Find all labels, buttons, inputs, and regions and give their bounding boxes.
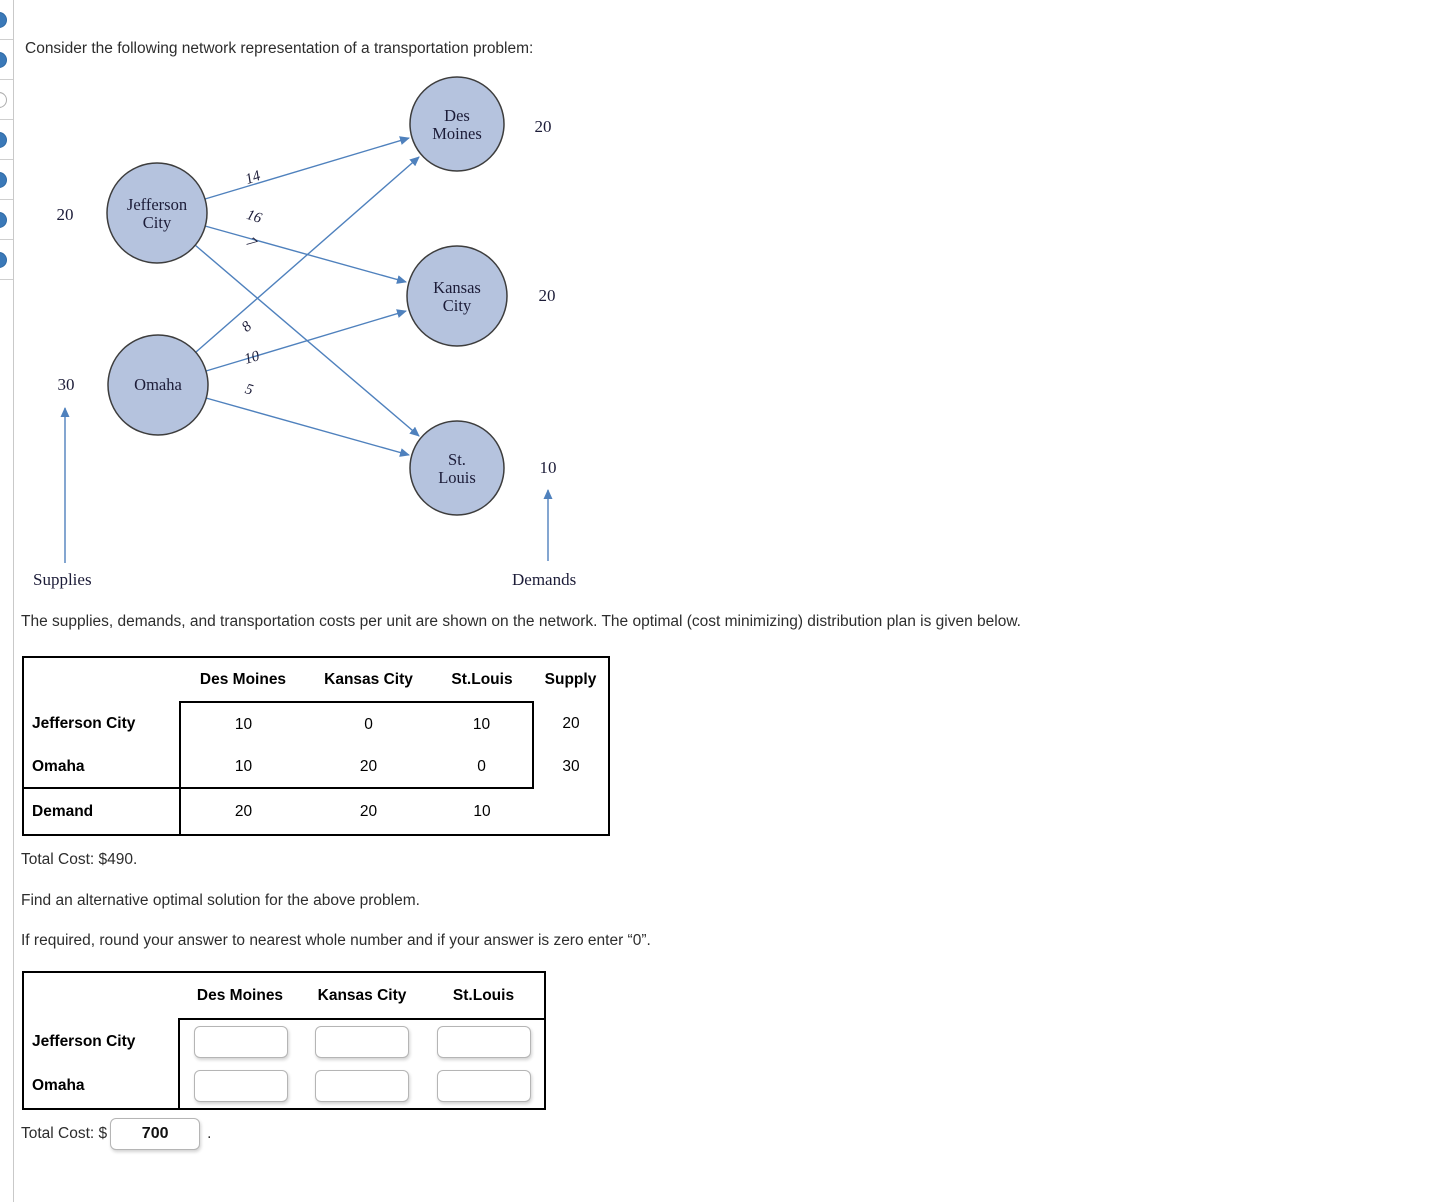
- edge-cost-label: 5: [243, 381, 255, 399]
- supply-amount: 30: [58, 375, 75, 394]
- allocation-cell: 10: [179, 701, 306, 746]
- table-row: Jefferson City 10 0 10 20: [23, 701, 609, 746]
- column-header: Kansas City: [317, 986, 407, 1004]
- supply-amount: 20: [57, 205, 74, 224]
- demand-amount: 20: [539, 286, 556, 305]
- table-row: Demand 20 20 10: [23, 787, 609, 835]
- edge-cost-label: 10: [242, 348, 262, 368]
- supplies-label: Supplies: [33, 570, 92, 589]
- total-cost-label: Total Cost: $: [21, 1125, 108, 1142]
- question-intro: Consider the following network represent…: [25, 40, 534, 57]
- edge-cost-label: 14: [243, 168, 263, 188]
- column-header: St.Louis: [451, 670, 513, 688]
- allocation-cell: 10: [431, 701, 534, 746]
- allocation-cell: 0: [431, 746, 534, 788]
- question-status-icon: [0, 91, 7, 108]
- allocation-cell: 0: [306, 701, 431, 746]
- demand-amount: 20: [535, 117, 552, 136]
- total-cost-statement: Total Cost: $490.: [21, 851, 138, 868]
- question-nav-item[interactable]: [0, 80, 13, 120]
- column-header: Kansas City: [324, 670, 413, 688]
- table-row: Omaha 10 20 0 30: [23, 746, 609, 788]
- allocation-cell: 20: [359, 757, 378, 775]
- question-nav-item[interactable]: [0, 240, 13, 280]
- question-status-icon: [0, 171, 7, 188]
- node-label: Jefferson: [127, 195, 187, 214]
- demands-label: Demands: [512, 570, 576, 589]
- node-omaha: [107, 334, 209, 436]
- edge-omaha-desmoines: [195, 156, 420, 353]
- question-status-icon: [0, 51, 7, 68]
- node-label: Kansas: [433, 278, 481, 297]
- question-nav-rail: [0, 0, 14, 1202]
- node-jefferson-city: [106, 162, 208, 264]
- demand-cell: 10: [431, 787, 533, 835]
- node-kansas-city: [406, 245, 508, 347]
- question-nav-item[interactable]: [0, 120, 13, 160]
- question-nav-item[interactable]: [0, 200, 13, 240]
- answer-input-omaha-kansas[interactable]: [315, 1070, 409, 1102]
- optimal-plan-table: Des Moines Kansas City St.Louis Supply J…: [22, 656, 610, 836]
- demand-amount: 10: [540, 458, 557, 477]
- node-label: St.: [448, 450, 466, 469]
- answer-input-jefferson-kansas[interactable]: [315, 1026, 409, 1058]
- answer-input-omaha-desmoines[interactable]: [193, 1070, 288, 1102]
- task-instruction: Find an alternative optimal solution for…: [21, 892, 420, 909]
- edge-omaha-stlouis: [205, 397, 410, 457]
- plan-description: The supplies, demands, and transportatio…: [21, 613, 1021, 630]
- question-status-icon: [0, 131, 7, 148]
- node-label: Omaha: [134, 375, 182, 394]
- node-label: Louis: [438, 468, 476, 487]
- table-corner-cell: [23, 657, 180, 702]
- node-label: Moines: [432, 124, 482, 143]
- question-status-icon: [0, 251, 7, 268]
- table-corner-cell: [23, 972, 179, 1019]
- edge-cost-label: 8: [239, 318, 256, 335]
- row-header: Omaha: [32, 757, 85, 775]
- column-header: St.Louis: [452, 986, 515, 1004]
- question-nav-item[interactable]: [0, 160, 13, 200]
- node-st-louis: [409, 420, 505, 516]
- column-header: Des Moines: [199, 670, 287, 688]
- answer-input-jefferson-desmoines[interactable]: [193, 1026, 288, 1058]
- supply-cell: 20: [562, 715, 580, 732]
- row-header: Jefferson City: [32, 1032, 136, 1050]
- edge-jefferson-desmoines: [204, 136, 410, 200]
- row-header: Omaha: [32, 1077, 85, 1094]
- answer-input-omaha-stlouis[interactable]: [436, 1070, 531, 1102]
- edge-cost-label: 16: [244, 207, 264, 227]
- node-label: City: [443, 296, 472, 315]
- edge-jefferson-kansas: [204, 225, 407, 284]
- supply-cell: 30: [562, 758, 580, 775]
- answer-input-jefferson-stlouis[interactable]: [436, 1026, 531, 1058]
- sentence-period: .: [207, 1125, 212, 1142]
- question-status-icon: [0, 11, 7, 28]
- empty-cell: [533, 788, 609, 835]
- row-header: Jefferson City: [32, 715, 136, 732]
- table-row: Omaha: [23, 1064, 545, 1109]
- question-nav-item[interactable]: [0, 0, 13, 40]
- edge-omaha-kansas: [205, 309, 407, 372]
- answer-table: Des Moines Kansas City St.Louis Jefferso…: [22, 971, 546, 1110]
- question-nav-item[interactable]: [0, 40, 13, 80]
- demand-cell: 20: [306, 787, 431, 835]
- node-label: City: [143, 213, 172, 232]
- table-row: Jefferson City: [23, 1018, 545, 1064]
- allocation-cell: 10: [179, 746, 306, 788]
- transportation-network-diagram: 14 16 7 8 10 5 Jefferson City Omaha Des …: [33, 76, 576, 589]
- node-label: Des: [444, 106, 470, 125]
- node-des-moines: [409, 76, 505, 172]
- total-cost-input[interactable]: [110, 1118, 201, 1150]
- column-header: Des Moines: [196, 986, 284, 1004]
- question-status-icon: [0, 211, 7, 228]
- rounding-instruction: If required, round your answer to neares…: [21, 932, 651, 949]
- demand-cell: 20: [179, 787, 306, 835]
- column-header: Supply: [544, 671, 597, 688]
- row-header: Demand: [23, 787, 180, 835]
- total-cost-answer-row: Total Cost: $ .: [21, 1118, 211, 1150]
